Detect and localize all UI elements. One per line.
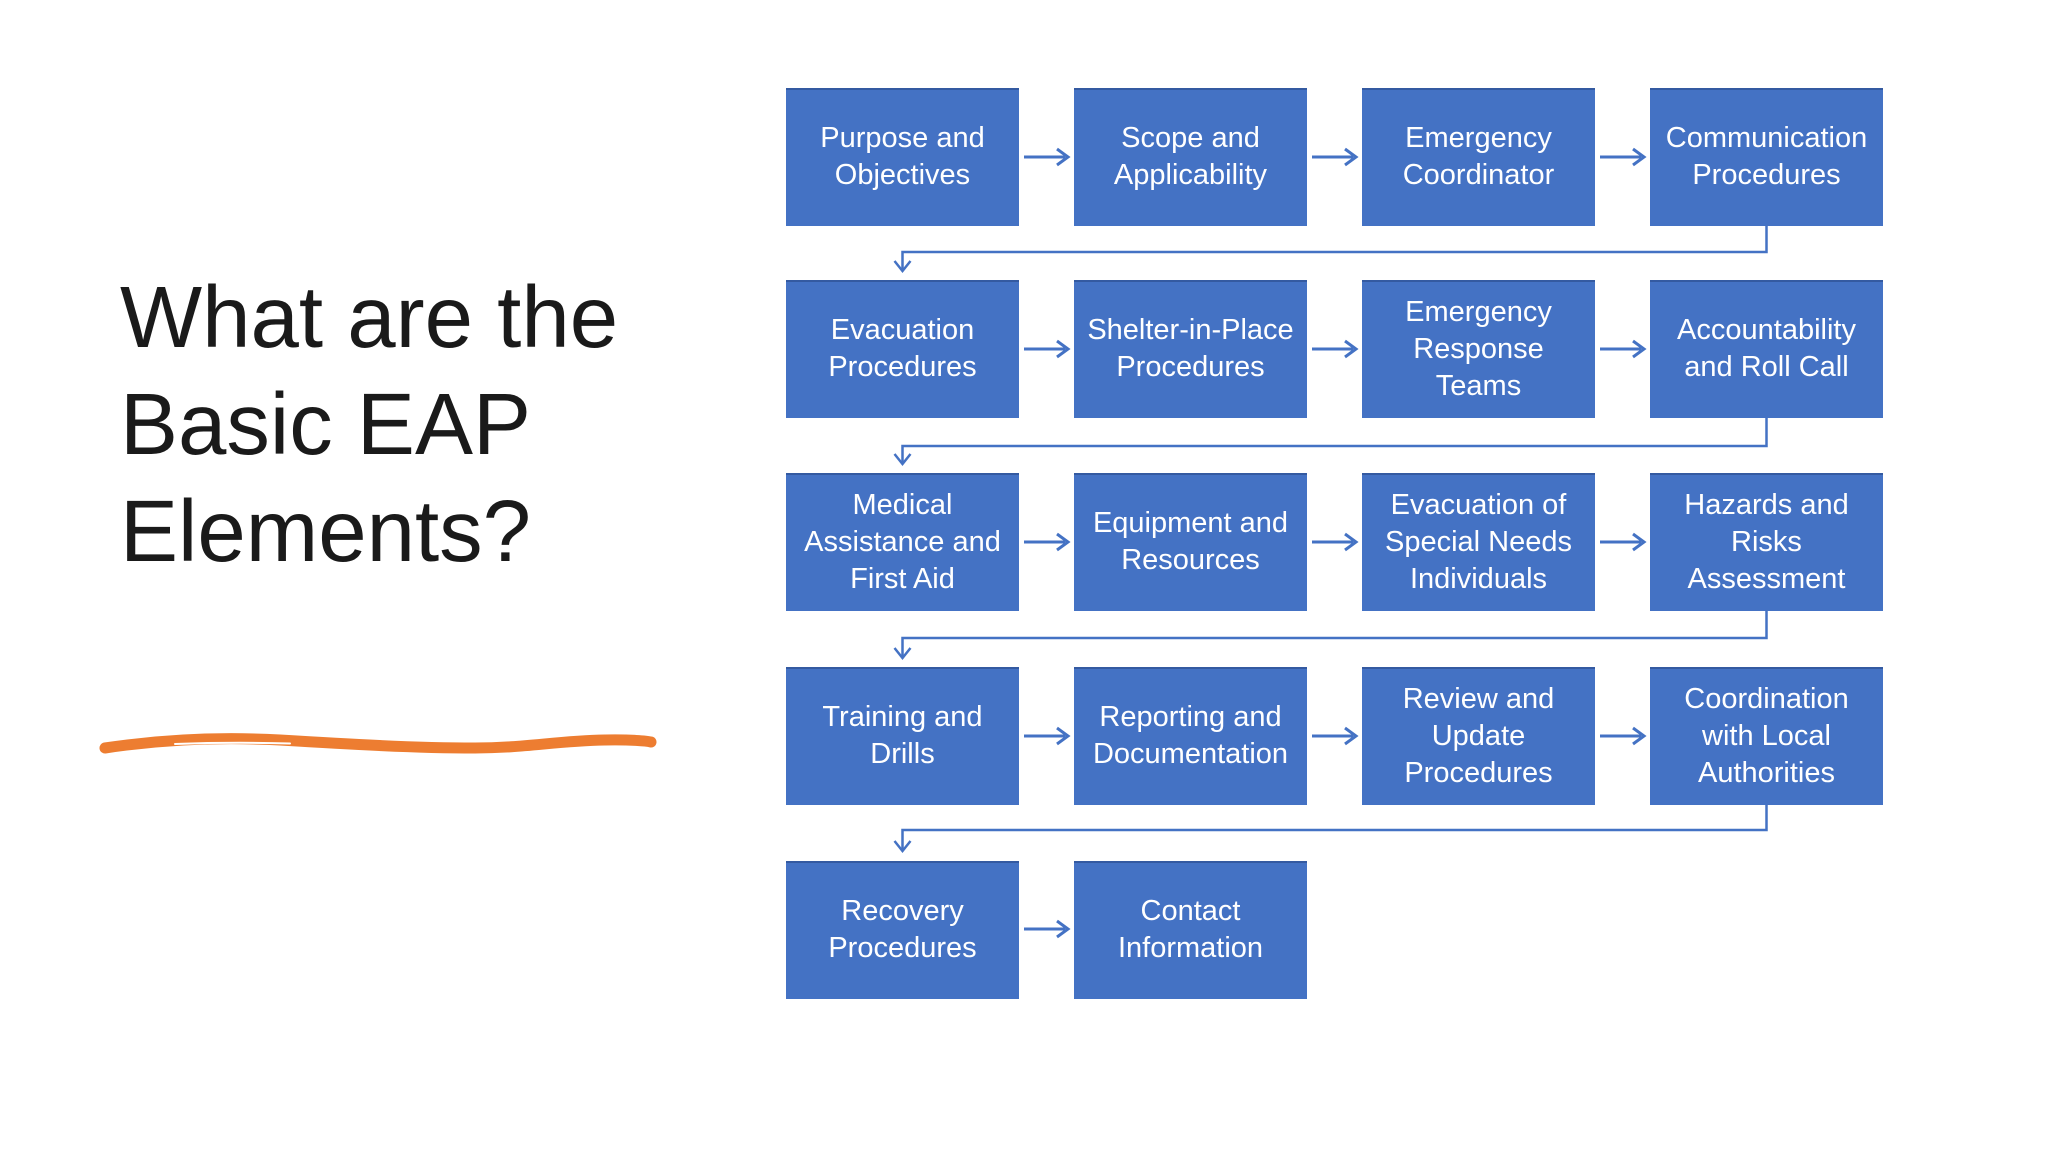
box-purpose-and-objectives: Purpose and Objectives — [786, 88, 1019, 226]
box-accountability-and-roll-call: Accountability and Roll Call — [1650, 280, 1883, 418]
box-recovery-procedures: Recovery Procedures — [786, 861, 1019, 999]
box-shelter-in-place-procedures: Shelter-in-Place Procedures — [1074, 280, 1307, 418]
box-scope-and-applicability: Scope and Applicability — [1074, 88, 1307, 226]
box-training-and-drills: Training and Drills — [786, 667, 1019, 805]
title-line-2: Basic EAP — [120, 376, 531, 473]
box-contact-information: Contact Information — [1074, 861, 1307, 999]
orange-underline — [99, 733, 657, 754]
box-emergency-coordinator: Emergency Coordinator — [1362, 88, 1595, 226]
box-coordination-with-local-authorities: Coordination with Local Authorities — [1650, 667, 1883, 805]
arrow-down-connector — [893, 611, 1768, 661]
box-communication-procedures: Communication Procedures — [1650, 88, 1883, 226]
box-evacuation-procedures: Evacuation Procedures — [786, 280, 1019, 418]
arrow-down-connector — [893, 418, 1768, 467]
box-hazards-and-risks-assessment: Hazards and Risks Assessment — [1650, 473, 1883, 611]
arrow-down-connector — [893, 805, 1768, 854]
box-review-and-update-procedures: Review and Update Procedures — [1362, 667, 1595, 805]
box-medical-assistance-and-first-aid: Medical Assistance and First Aid — [786, 473, 1019, 611]
arrow-right-icon — [1024, 919, 1071, 939]
title-line-1: What are the — [120, 269, 619, 366]
box-evacuation-of-special-needs-individuals: Evacuation of Special Needs Individuals — [1362, 473, 1595, 611]
box-equipment-and-resources: Equipment and Resources — [1074, 473, 1307, 611]
slide-title: What are the Basic EAP Elements? — [120, 264, 618, 585]
title-line-3: Elements? — [120, 483, 532, 580]
box-emergency-response-teams: Emergency Response Teams — [1362, 280, 1595, 418]
arrow-down-connector — [893, 226, 1768, 274]
box-reporting-and-documentation: Reporting and Documentation — [1074, 667, 1307, 805]
